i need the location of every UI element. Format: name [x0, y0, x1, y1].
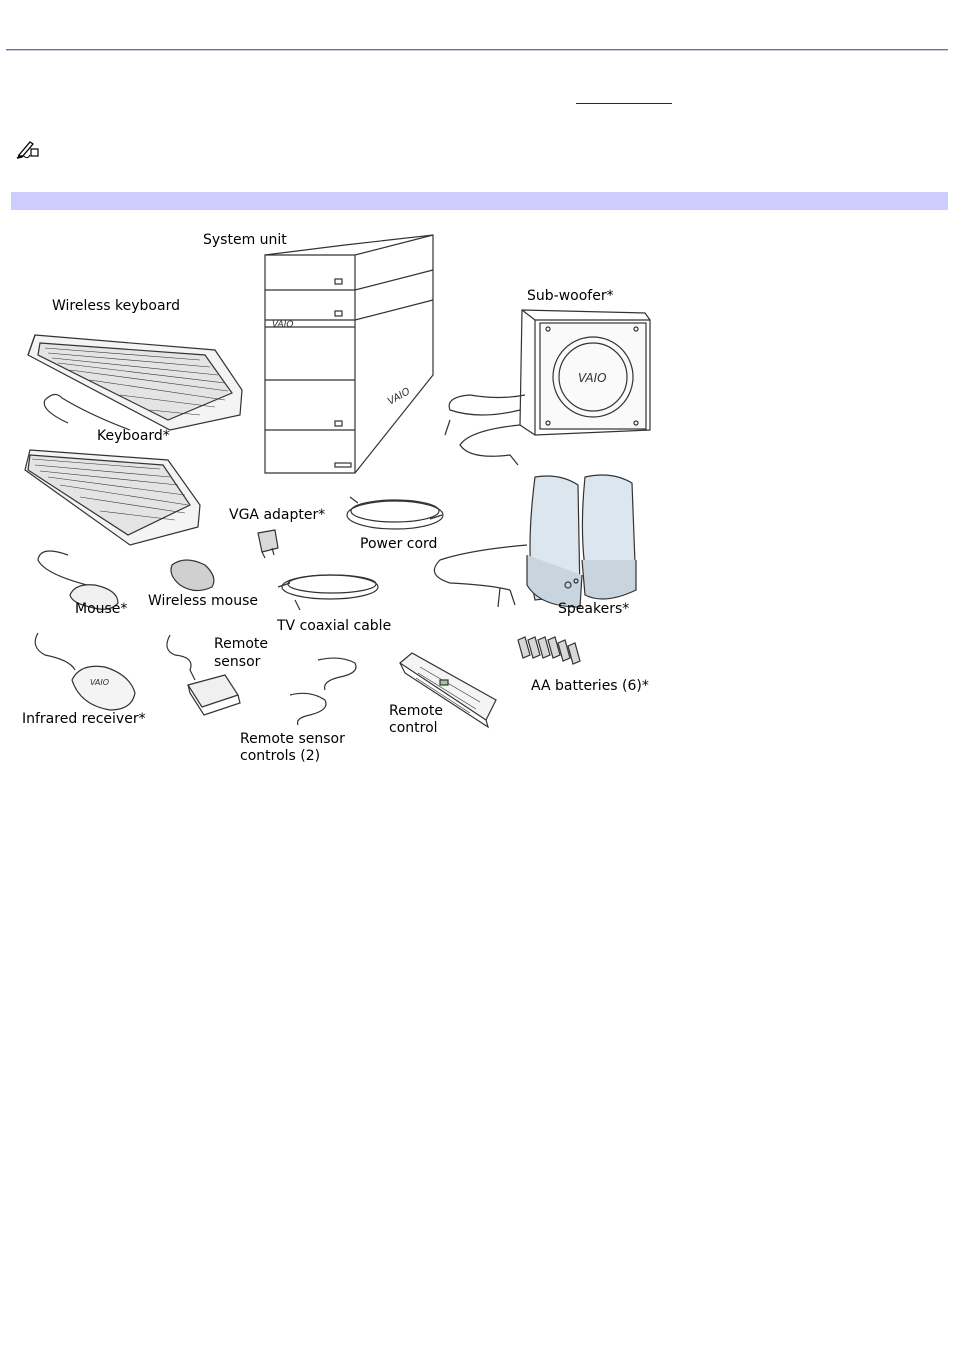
label-sub-woofer: Sub-woofer* [527, 288, 614, 305]
top-rule [6, 49, 948, 51]
label-aa-batteries: AA batteries (6)* [531, 678, 649, 695]
sub-woofer-illustration: VAIO [445, 310, 650, 465]
wireless-keyboard-illustration [28, 335, 242, 430]
tv-coaxial-cable-illustration [278, 575, 378, 610]
remote-sensor-controls-illustration [290, 658, 356, 725]
infrared-receiver-logo: VAIO [90, 678, 109, 687]
label-wireless-keyboard: Wireless keyboard [52, 298, 180, 315]
label-remote-sensor-line1: Remote [214, 636, 268, 653]
power-cord-illustration [347, 497, 443, 529]
label-remote-sensor-line2: sensor [214, 654, 260, 671]
label-speakers: Speakers* [558, 601, 629, 618]
label-system-unit: System unit [203, 232, 287, 249]
label-vga-adapter: VGA adapter* [229, 507, 325, 524]
wireless-mouse-illustration [171, 560, 214, 591]
speakers-illustration [434, 475, 636, 607]
label-keyboard: Keyboard* [97, 428, 170, 445]
aa-batteries-illustration [518, 637, 580, 664]
label-remote-sensor-controls-line1: Remote sensor [240, 731, 345, 748]
label-remote-sensor-controls-line2: controls (2) [240, 748, 320, 765]
label-power-cord: Power cord [360, 536, 437, 553]
package-contents-illustration: VAIO VAIO [0, 215, 700, 775]
label-infrared-receiver: Infrared receiver* [22, 711, 146, 728]
hyperlink[interactable] [576, 103, 672, 104]
label-remote-control-line2: control [389, 720, 438, 737]
label-wireless-mouse: Wireless mouse [148, 593, 258, 610]
label-remote-control-line1: Remote [389, 703, 443, 720]
vga-adapter-illustration [258, 530, 278, 558]
system-unit-illustration: VAIO VAIO [265, 235, 433, 473]
section-header-bar [11, 192, 948, 210]
infrared-receiver-illustration: VAIO [35, 633, 135, 710]
note-pencil-icon [16, 139, 40, 159]
label-mouse: Mouse* [75, 601, 127, 618]
label-tv-coaxial-cable: TV coaxial cable [277, 618, 391, 635]
tower-front-logo: VAIO [272, 320, 293, 330]
sub-woofer-logo: VAIO [578, 371, 607, 385]
